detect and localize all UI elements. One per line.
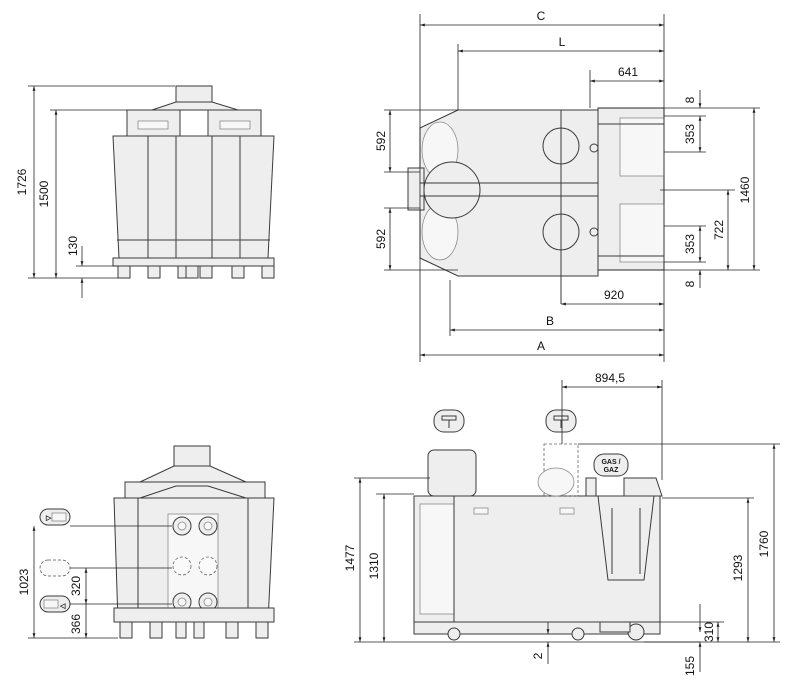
dim-l: L: [559, 35, 566, 49]
dim-2: 2: [531, 652, 545, 659]
dim-8-top: 8: [683, 96, 697, 103]
dim-1500: 1500: [37, 180, 51, 207]
feet-rear: [119, 621, 269, 639]
auxiliary-connection-icon: [39, 559, 71, 577]
dim-920: 920: [604, 288, 624, 302]
rear-flue-outlet: [173, 445, 211, 467]
right-top-slot: [219, 120, 251, 130]
dim-592-top: 592: [374, 131, 388, 151]
svg-text:◁: ◁: [59, 603, 66, 610]
dim-c: C: [537, 9, 546, 23]
side-burner-oval: [537, 467, 575, 497]
side-flue-elbow: [427, 449, 477, 497]
dim-353-bottom: 353: [683, 234, 697, 254]
plan-burner-lower: [619, 203, 665, 263]
side-burner-hood: [597, 495, 655, 581]
dim-1293: 1293: [731, 554, 745, 581]
dim-592-bottom: 592: [374, 229, 388, 249]
rear-mid-right-port: [198, 556, 218, 576]
return-radiator-glyph: [43, 599, 59, 609]
side-wheel-right: [571, 627, 585, 641]
side-view: GAS / GAZ 894,5 1477 1310 1293 1760 310 …: [343, 371, 780, 676]
dim-894-5: 894,5: [595, 371, 625, 385]
flue-collar: [151, 101, 239, 111]
front-view: 1726 1500 130: [15, 85, 275, 298]
side-drain-pipe: [599, 621, 631, 633]
dim-1460: 1460: [738, 176, 752, 203]
side-wheel-left: [447, 627, 461, 641]
dim-155: 155: [683, 656, 697, 676]
dim-1310: 1310: [367, 552, 381, 579]
feet-front: [117, 265, 275, 279]
dim-366: 366: [69, 614, 83, 634]
dim-1477: 1477: [343, 544, 357, 571]
left-top-slot: [137, 120, 169, 130]
dim-1760: 1760: [757, 530, 771, 557]
dim-8-bottom: 8: [683, 280, 697, 287]
base-frame-front: [112, 257, 275, 267]
dim-1726: 1726: [15, 168, 29, 195]
dim-1023: 1023: [17, 568, 31, 595]
rear-base-frame: [113, 607, 275, 623]
side-valve: [585, 477, 597, 497]
dim-320: 320: [69, 576, 83, 596]
plan-view: C L 641 8 353 1460 592 592 722 353 8 920…: [374, 9, 760, 362]
dim-722: 722: [712, 220, 726, 240]
rear-flue-collar: [139, 465, 247, 483]
svg-text:▷: ▷: [45, 515, 52, 522]
rear-view: ▷ ◁ 1023 320 366: [17, 445, 275, 639]
rear-mid-left-port: [172, 556, 192, 576]
gas-label-line2: GAZ: [604, 467, 620, 474]
dim-641: 641: [618, 65, 638, 79]
plan-burner-upper: [619, 117, 665, 177]
side-base-frame: [413, 621, 661, 635]
dim-b: B: [546, 314, 554, 328]
gas-connection-label: [593, 453, 629, 477]
dim-a: A: [537, 339, 545, 353]
side-front-panel: [419, 503, 457, 615]
flow-radiator-glyph: [51, 512, 67, 522]
plan-flue-circle: [423, 161, 481, 219]
dim-310: 310: [702, 622, 716, 642]
dim-130: 130: [66, 236, 80, 256]
plan-flue-stub: [407, 167, 425, 211]
gas-label-line1: GAS /: [601, 459, 620, 466]
side-gas-train: [623, 477, 663, 497]
dim-353-top: 353: [683, 124, 697, 144]
